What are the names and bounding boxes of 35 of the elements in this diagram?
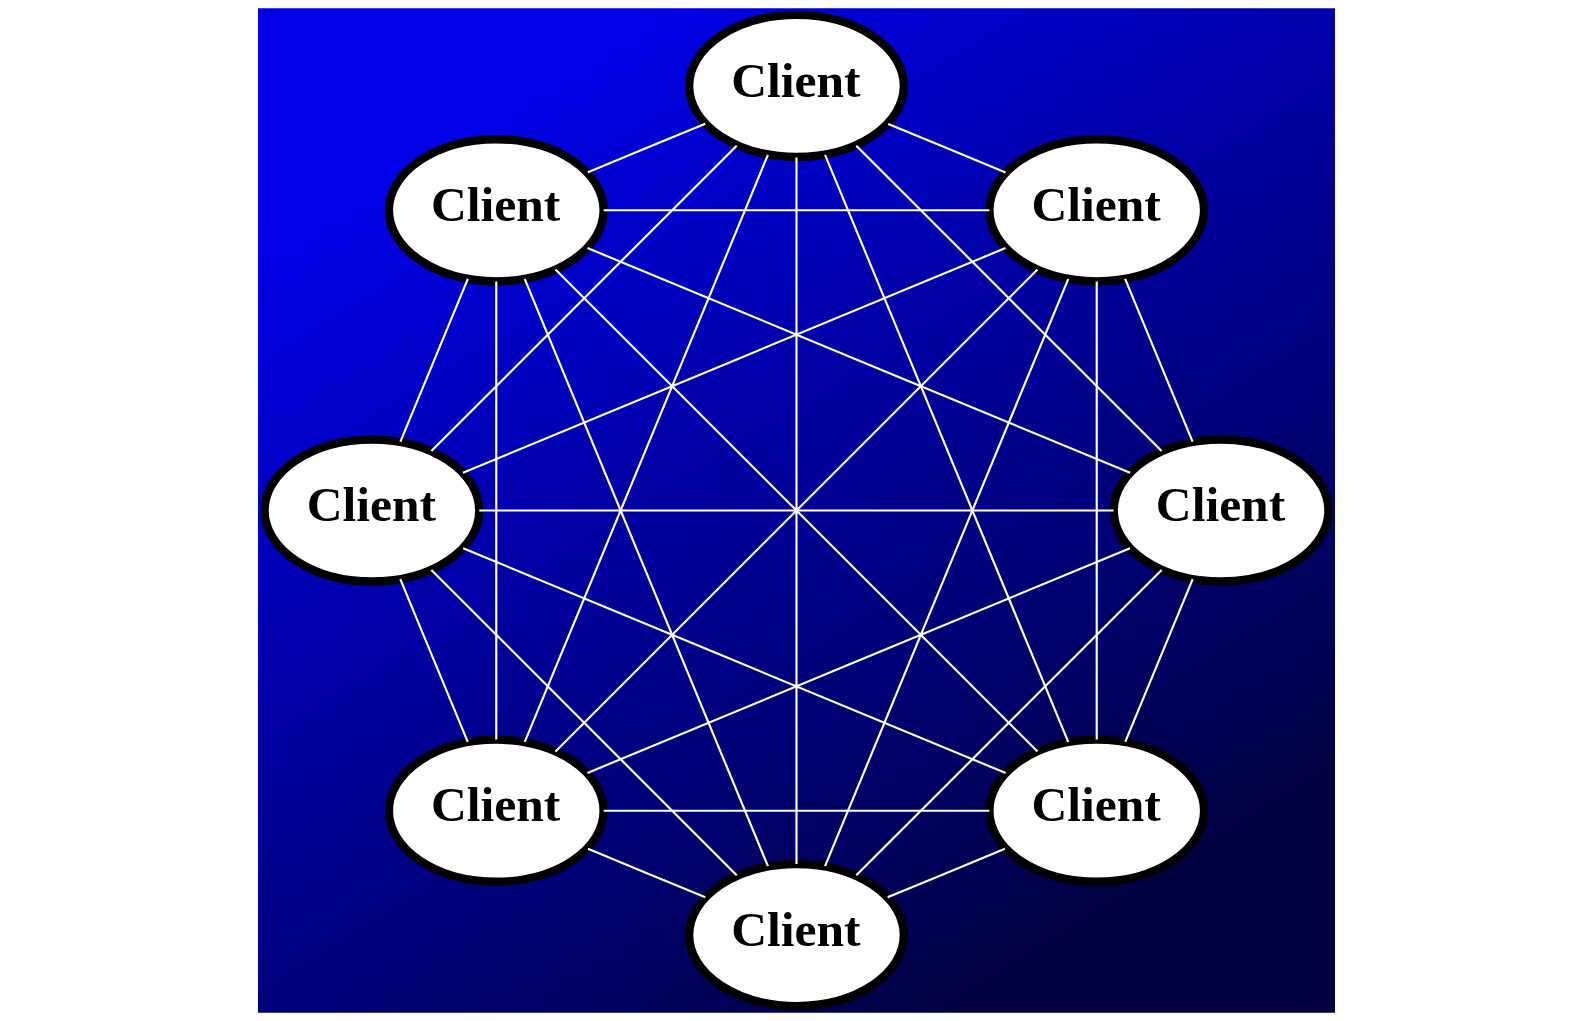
connector [523, 278, 769, 867]
node-ellipse: Client [985, 735, 1209, 886]
connector [1124, 578, 1194, 743]
connector [855, 144, 1163, 452]
connector [462, 247, 1006, 474]
node-ellipse: Client [985, 135, 1209, 286]
connector [462, 547, 1007, 774]
connector [1095, 281, 1098, 740]
connector [795, 157, 798, 864]
node-ellipse: Client [384, 135, 608, 286]
node-ellipse: Client [685, 10, 908, 162]
connector [479, 509, 1114, 512]
connector [554, 268, 1039, 753]
connector [495, 281, 498, 740]
connector [887, 122, 1006, 174]
connector [430, 569, 738, 877]
connector [603, 809, 990, 812]
connector [399, 278, 469, 443]
connector [587, 547, 1131, 774]
connector [887, 847, 1006, 899]
connector [855, 569, 1163, 877]
connector [824, 154, 1070, 743]
connector [587, 847, 706, 899]
node-ellipse: Client [1109, 435, 1333, 586]
node-ellipse: Client [384, 735, 608, 886]
connector [587, 247, 1131, 474]
connector [523, 154, 769, 743]
connector [603, 209, 990, 212]
node-ellipse: Client [260, 435, 484, 586]
connector [430, 144, 738, 452]
connector [587, 122, 706, 174]
connector [1124, 278, 1194, 443]
connector [824, 278, 1070, 867]
node-ellipse: Client [685, 859, 908, 1011]
connector [399, 578, 469, 743]
